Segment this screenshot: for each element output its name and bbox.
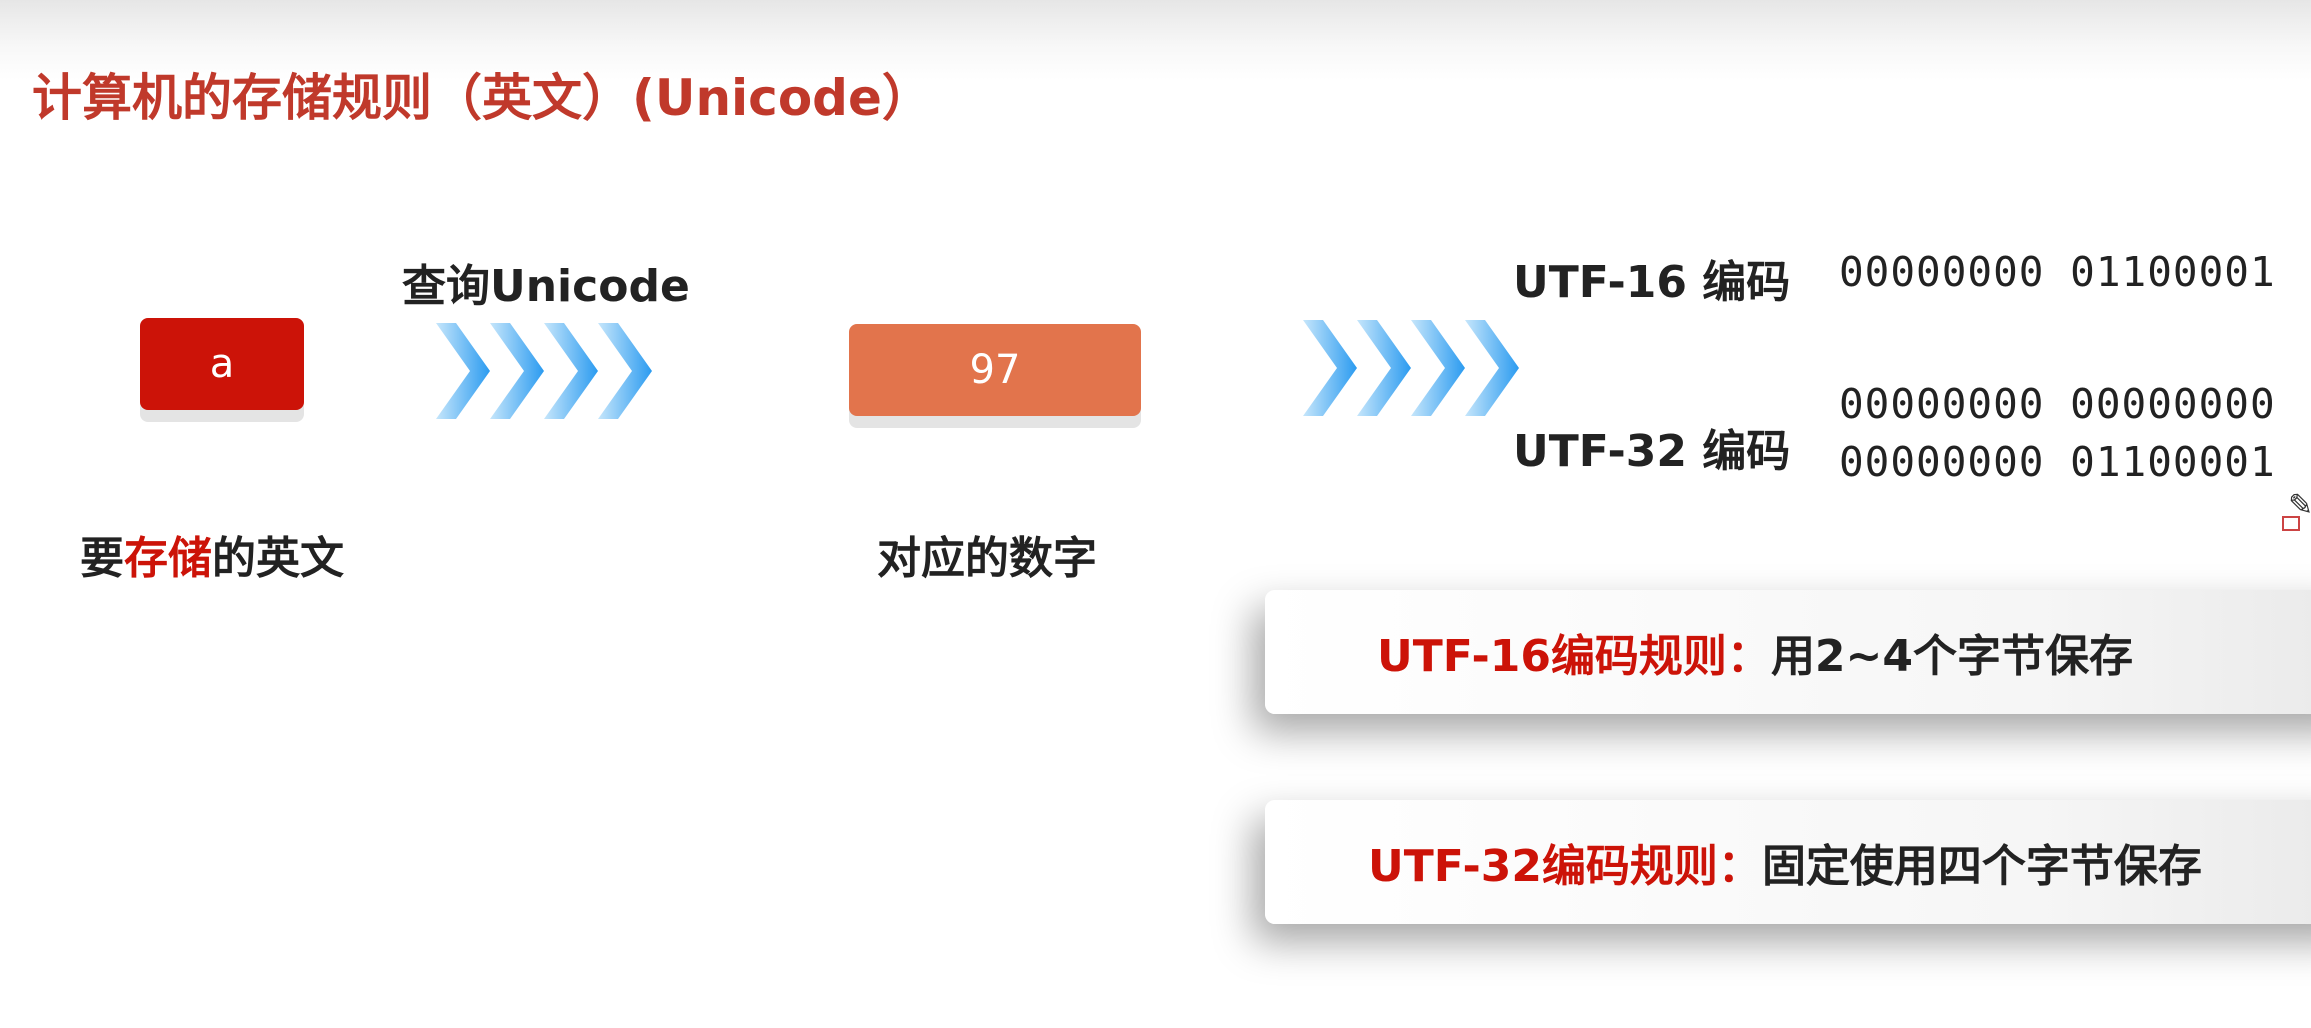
utf16-rule-body: 用2~4个字节保存 (1770, 631, 2134, 682)
chevron-2 (1357, 320, 1411, 416)
number-box: 97 (849, 324, 1141, 416)
number-label: 对应的数字 (877, 533, 1097, 584)
chevron-1 (436, 323, 490, 419)
chevron-4 (1465, 320, 1519, 416)
utf16-bits: 00000000 01100001 (1839, 248, 2276, 296)
slide-title: 计算机的存储规则（英文）(Unicode） (32, 69, 932, 127)
chevron-arrows-icon (436, 323, 652, 419)
chevron-arrows-icon (1303, 320, 1519, 416)
utf16-rule-head: UTF-16编码规则： (1377, 631, 1771, 682)
chevron-1 (1303, 320, 1357, 416)
chevron-2 (490, 323, 544, 419)
chevron-4 (598, 323, 652, 419)
utf32-bits-line2: 00000000 01100001 (1839, 438, 2276, 486)
store-label-prefix: 要 (80, 533, 124, 584)
utf16-label: UTF-16 编码 (1513, 257, 1791, 308)
utf32-bits-line1: 00000000 00000000 (1839, 380, 2276, 428)
number-box-text: 97 (969, 347, 1021, 393)
utf32-label: UTF-32 编码 (1513, 426, 1791, 477)
utf32-rule-head: UTF-32编码规则： (1368, 841, 1762, 892)
pen-cursor-icon: ✎ (2288, 488, 2311, 523)
letter-box-text: a (209, 341, 235, 387)
utf32-rule-body: 固定使用四个字节保存 (1761, 841, 2202, 892)
utf16-rule-card: UTF-16编码规则： 用2~4个字节保存 (1265, 590, 2311, 714)
chevron-3 (1411, 320, 1465, 416)
store-label: 要存储的英文 (80, 522, 344, 586)
store-label-accent: 存储 (124, 533, 212, 584)
utf32-rule-card: UTF-32编码规则： 固定使用四个字节保存 (1265, 800, 2311, 924)
chevron-3 (544, 323, 598, 419)
query-unicode-label: 查询Unicode (402, 261, 690, 312)
cursor-box-icon (2282, 516, 2300, 531)
letter-box: a (140, 318, 304, 410)
store-label-suffix: 的英文 (212, 533, 344, 584)
